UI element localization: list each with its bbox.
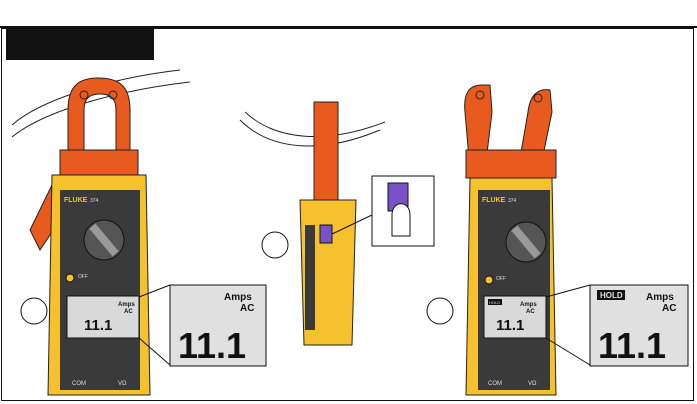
jaw-mark-left-a bbox=[79, 90, 89, 100]
jaw-base-right bbox=[465, 149, 557, 179]
callout-right-hold-badge bbox=[597, 290, 625, 300]
callout-left-value: 11.1 bbox=[178, 325, 246, 366]
terminal-v-right: VΩ bbox=[528, 381, 537, 387]
callout-left-unit: Amps bbox=[224, 292, 252, 303]
off-label-right: OFF bbox=[496, 276, 506, 282]
callout-right-unit: Amps bbox=[646, 292, 674, 303]
jaw-mark-left-b bbox=[108, 90, 118, 100]
callout-line-left-top bbox=[138, 284, 171, 298]
callout-line-middle bbox=[331, 214, 373, 235]
lcd-hold-text-right: HOLD bbox=[489, 300, 500, 305]
jaw-mark-right-b bbox=[533, 93, 543, 103]
terminal-v-left: VΩ bbox=[118, 381, 127, 387]
meter-right: FLUKE 374 OFF HOLD Amps AC 11.1 COM VΩ bbox=[426, 84, 591, 396]
terminal-com-right: COM bbox=[488, 381, 502, 387]
callout-right: HOLD Amps AC 11.1 bbox=[589, 284, 689, 367]
header-bar bbox=[6, 28, 154, 60]
callout-right-value: 11.1 bbox=[598, 325, 666, 366]
cable-middle-2 bbox=[244, 111, 386, 137]
cable-left-2 bbox=[11, 81, 191, 138]
callout-line-right-bottom bbox=[545, 337, 591, 366]
jaw-right-a bbox=[464, 84, 493, 171]
callout-right-hold-text: HOLD bbox=[600, 291, 623, 300]
callout-right-mode: AC bbox=[662, 303, 676, 314]
jaw-base-left bbox=[59, 149, 139, 176]
faceplate-right bbox=[478, 190, 550, 390]
step-marker-middle bbox=[261, 231, 289, 259]
callout-line-right-top bbox=[545, 284, 591, 298]
dial-pointer-right bbox=[511, 225, 541, 259]
callout-left: Amps AC 11.1 bbox=[169, 284, 267, 367]
callout-right-box bbox=[589, 284, 689, 367]
brand-left: FLUKE bbox=[64, 197, 88, 204]
lcd-mode-left: AC bbox=[124, 309, 133, 315]
brand-right: FLUKE bbox=[482, 197, 506, 204]
step-marker-left bbox=[20, 297, 48, 325]
model-left: 374 bbox=[90, 198, 99, 204]
lcd-unit-right: Amps bbox=[520, 302, 537, 308]
step-marker-right bbox=[426, 297, 454, 325]
dial-pointer-left bbox=[89, 223, 119, 257]
figure-frame bbox=[1, 28, 694, 401]
lcd-hold-badge-right bbox=[488, 299, 502, 305]
callout-left-mode: AC bbox=[240, 303, 254, 314]
cable-middle bbox=[239, 119, 381, 147]
lcd-mode-right: AC bbox=[526, 309, 535, 315]
grip-middle bbox=[305, 225, 315, 330]
callout-left-box bbox=[169, 284, 267, 367]
lcd-value-right: 11.1 bbox=[496, 317, 524, 334]
top-rule bbox=[0, 26, 697, 28]
hold-button-right[interactable] bbox=[484, 275, 494, 285]
lcd-unit-left: Amps bbox=[118, 302, 135, 308]
jaw-mark-right-a bbox=[475, 90, 485, 100]
meter-middle bbox=[239, 101, 435, 346]
model-right: 374 bbox=[508, 198, 517, 204]
terminal-com-left: COM bbox=[72, 381, 86, 387]
hold-button-left[interactable] bbox=[65, 273, 75, 283]
off-label-left: OFF bbox=[78, 274, 88, 280]
callout-line-left-bottom bbox=[138, 337, 171, 366]
lcd-left bbox=[66, 295, 140, 339]
lcd-value-left: 11.1 bbox=[84, 317, 112, 334]
meter-left: FLUKE 374 OFF Amps AC 11.1 COM VΩ bbox=[11, 69, 191, 396]
hold-button-middle[interactable] bbox=[319, 224, 333, 244]
finger-icon bbox=[391, 203, 411, 237]
